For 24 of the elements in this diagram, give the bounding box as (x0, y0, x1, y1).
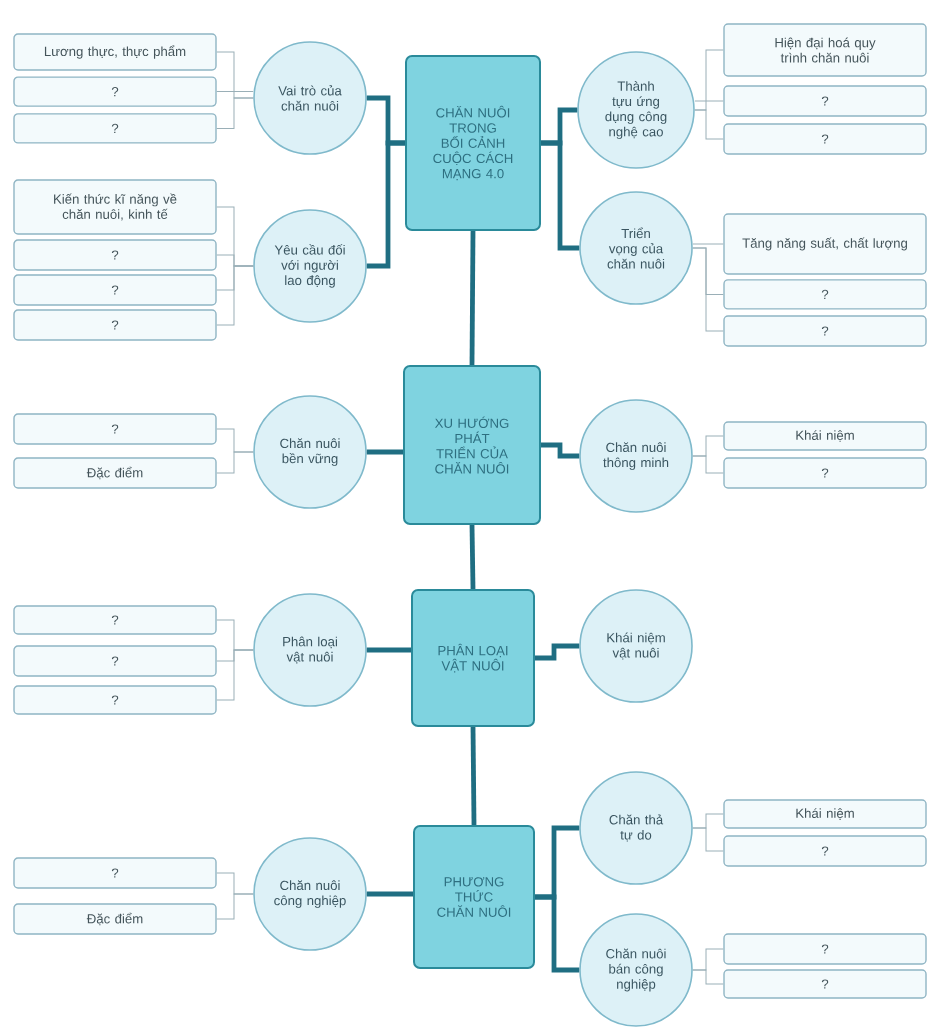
connector-line (216, 97, 254, 129)
connector-line (216, 451, 254, 474)
connector-line (541, 442, 580, 459)
connector-line (366, 449, 403, 455)
connector-line (535, 643, 580, 661)
connector-line (692, 247, 724, 332)
connector-line (216, 265, 254, 326)
connector-line (692, 243, 724, 245)
connector-line (469, 524, 476, 590)
connector-line (366, 647, 411, 653)
connector-line (535, 894, 580, 973)
connector-line (366, 140, 405, 269)
connector-line (216, 91, 254, 93)
connector-line (541, 140, 580, 251)
connector-line (694, 100, 724, 102)
connector-line (366, 891, 413, 897)
connector-line (216, 649, 254, 701)
connector-line (469, 230, 476, 366)
connector-line (692, 969, 724, 985)
connector-line (692, 455, 724, 474)
connector-line (692, 827, 724, 852)
connector-line (694, 109, 724, 140)
connector-line (470, 727, 477, 826)
connector-line (216, 893, 254, 920)
